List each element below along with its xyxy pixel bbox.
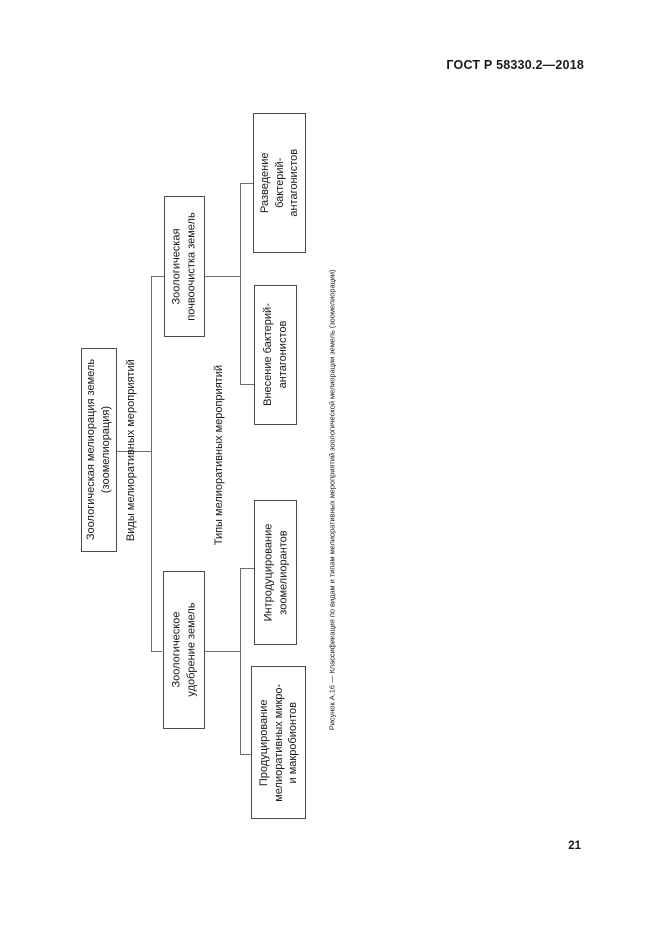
page-number: 21 bbox=[568, 840, 581, 852]
node-root[interactable]: Зоологическая мелиорация земель (зоомели… bbox=[81, 348, 117, 552]
axis-label-tipy: Типы мелиоративных мероприятий bbox=[208, 348, 230, 563]
connector-to-measure-1 bbox=[240, 384, 254, 385]
node-measure-breeding-antagonist-bacteria[interactable]: Разведение бактерий- антагонистов bbox=[253, 113, 306, 253]
connector-to-measure-0 bbox=[240, 183, 253, 184]
axis-label-tipy-text: Типы мелиоративных мероприятий bbox=[212, 365, 225, 546]
standard-header: ГОСТ Р 58330.2—2018 bbox=[446, 58, 584, 72]
node-measure-3-label: Продуцирование мелиоративных микро- и ма… bbox=[257, 683, 299, 802]
node-measure-2-label: Интродуцирование зоомелиорантов bbox=[261, 523, 289, 622]
connector-types-trunk bbox=[151, 276, 152, 651]
axis-label-vidy: Виды мелиоративных мероприятий bbox=[120, 348, 142, 552]
node-measure-0-label: Разведение бактерий- антагонистов bbox=[258, 149, 300, 217]
node-type-1-label: Зоологическое удобрение земель bbox=[170, 602, 198, 698]
node-measure-1-label: Внесение бактерий- антагонистов bbox=[261, 303, 289, 407]
node-type-zoological-soil-cleaning[interactable]: Зоологическая почвоочистка земель bbox=[164, 196, 205, 337]
figure-caption-text: Рисунок А.16 — Классификация по видам и … bbox=[327, 269, 337, 731]
node-measure-introduction-zoomeliorants[interactable]: Интродуцирование зоомелиорантов bbox=[254, 500, 297, 645]
connector-root-stub bbox=[117, 451, 152, 452]
connector-to-measure-3 bbox=[240, 754, 251, 755]
connector-type-1-trunk bbox=[240, 568, 241, 754]
axis-label-vidy-text: Виды мелиоративных мероприятий bbox=[124, 359, 137, 541]
connector-type-1-stub bbox=[205, 651, 241, 652]
node-root-label: Зоологическая мелиорация земель (зоомели… bbox=[85, 359, 112, 541]
node-type-zoological-fertilization[interactable]: Зоологическое удобрение земель bbox=[163, 571, 205, 729]
node-measure-production-micro-macrobionts[interactable]: Продуцирование мелиоративных микро- и ма… bbox=[251, 666, 306, 819]
node-type-0-label: Зоологическая почвоочистка земель bbox=[170, 212, 198, 321]
node-measure-applying-antagonist-bacteria[interactable]: Внесение бактерий- антагонистов bbox=[254, 285, 297, 425]
connector-trunk-to-type-1 bbox=[151, 651, 162, 652]
connector-type-0-stub bbox=[205, 276, 241, 277]
connector-type-0-trunk bbox=[240, 183, 241, 385]
figure-caption: Рисунок А.16 — Классификация по видам и … bbox=[320, 180, 344, 820]
connector-trunk-to-type-0 bbox=[151, 276, 164, 277]
connector-to-measure-2 bbox=[240, 568, 254, 569]
